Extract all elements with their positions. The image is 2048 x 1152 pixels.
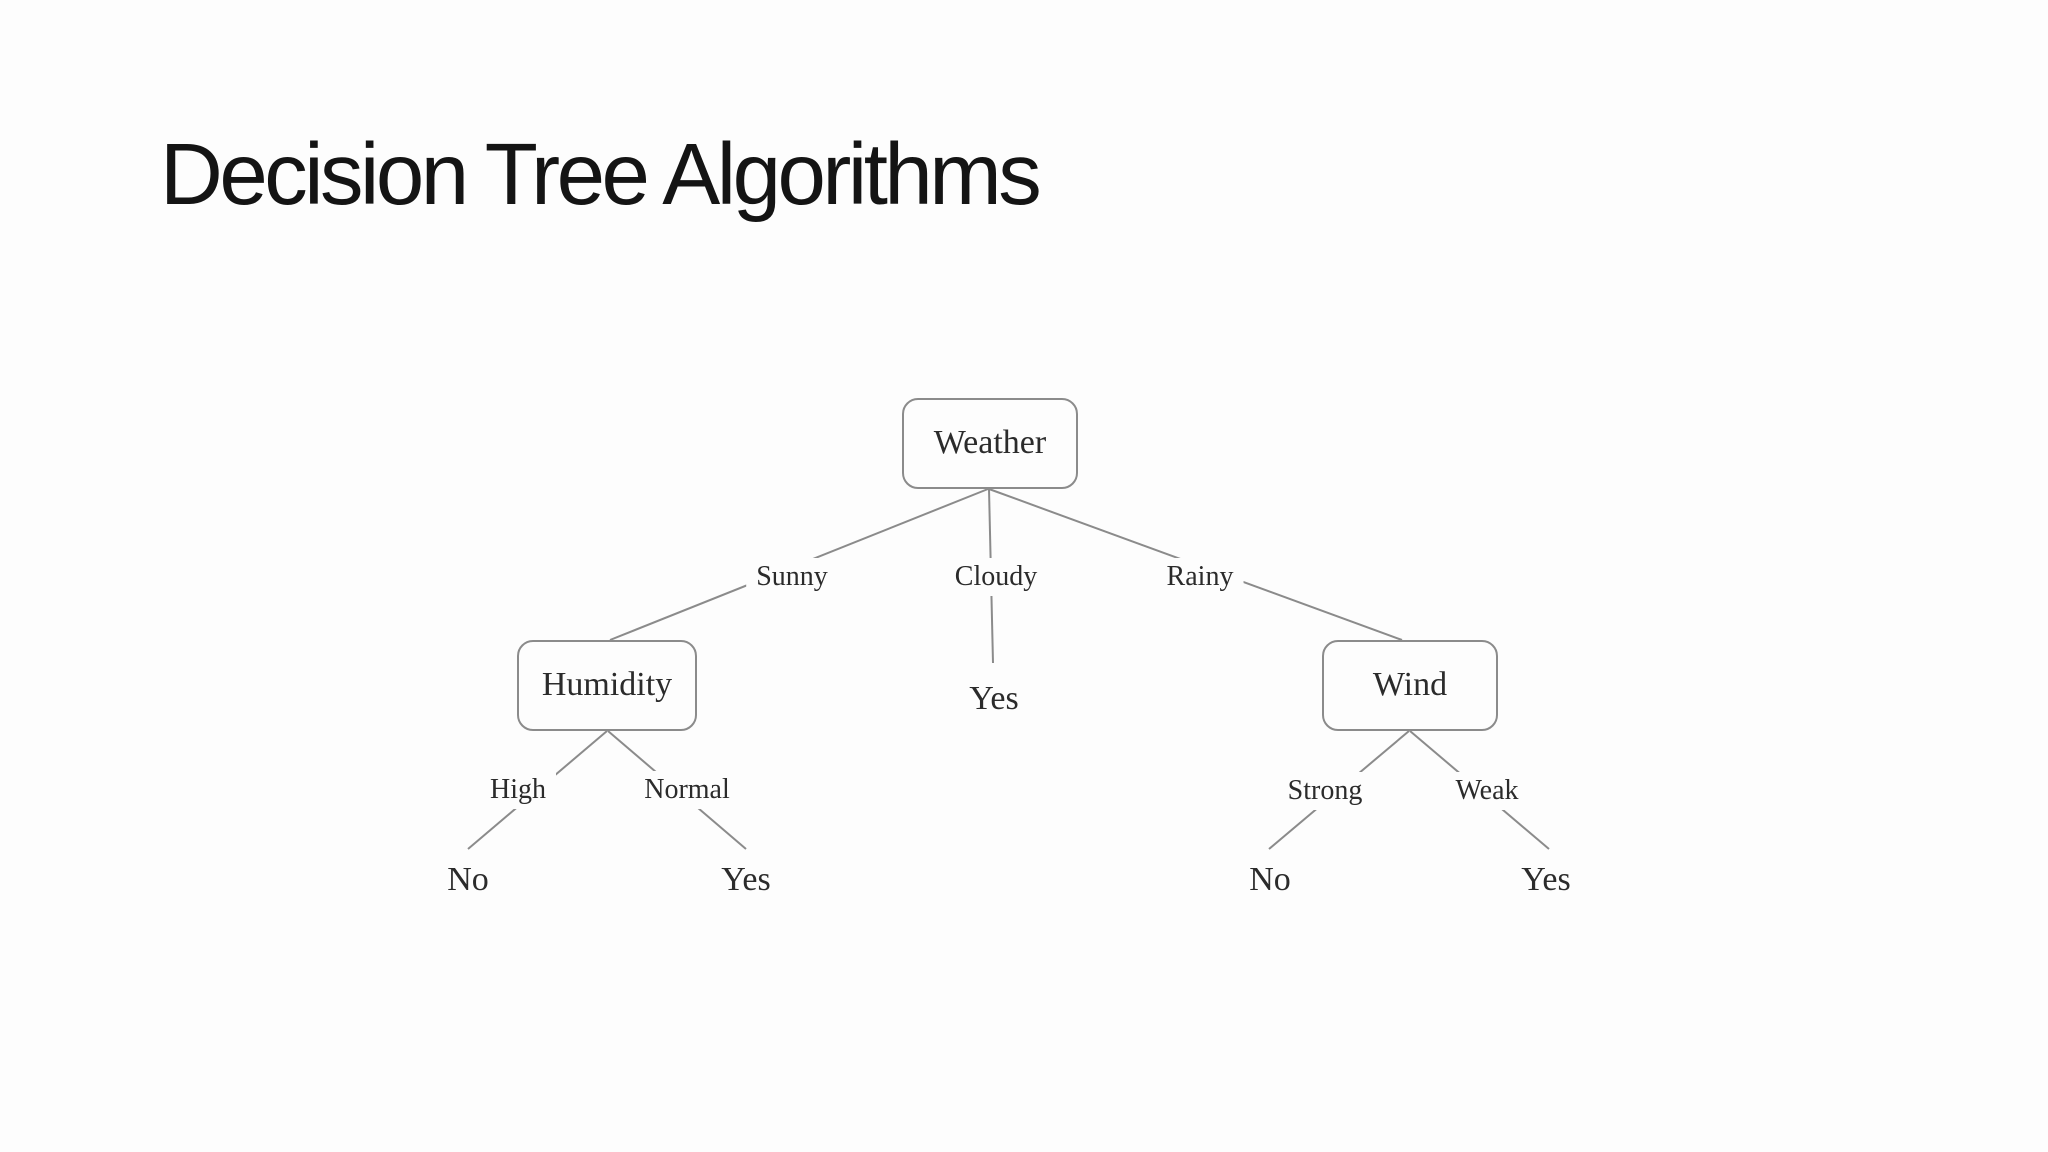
branch-label-cloudy: Cloudy <box>944 558 1048 596</box>
leaf-label-yes-weak: Yes <box>1521 861 1571 898</box>
branch-label-weak: Weak <box>1445 772 1529 810</box>
tree-node-weather: Weather <box>902 397 1078 489</box>
leaf-label-yes-normal: Yes <box>721 861 771 898</box>
branch-label-high: High <box>480 771 556 809</box>
slide-title: Decision Tree Algorithms <box>160 126 1042 223</box>
branch-label-sunny: Sunny <box>746 558 838 596</box>
branch-label-rainy: Rainy <box>1156 558 1244 596</box>
branch-label-normal: Normal <box>634 771 740 809</box>
tree-node-humidity: Humidity <box>517 639 697 731</box>
leaf-label-no-strong: No <box>1249 861 1291 898</box>
tree-node-wind: Wind <box>1322 639 1498 731</box>
leaf-label-yes-cloudy: Yes <box>969 680 1019 717</box>
leaf-label-no-high: No <box>447 861 489 898</box>
branch-label-strong: Strong <box>1277 772 1373 810</box>
